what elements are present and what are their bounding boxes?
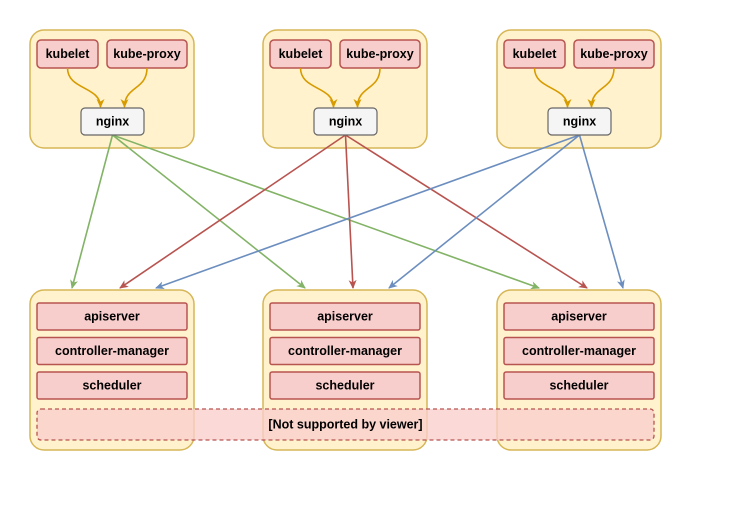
link-worker-2-to-master-2 [344,134,357,289]
controller-manager-box [503,336,655,366]
kubelet-to-nginx-arrow [533,67,572,108]
nginx-label: nginx [563,115,596,129]
scheduler-box [269,371,421,400]
kube-proxy-to-nginx-arrow [353,67,381,108]
kubelet-label: kubelet [279,47,324,61]
apiserver-box [269,302,421,331]
kubelet-to-nginx-arrow [299,67,338,108]
controller-manager-label: controller-manager [288,344,402,358]
kube-proxy-label: kube-proxy [346,47,413,61]
scheduler-label: scheduler [549,379,608,393]
scheduler-box [503,371,655,400]
link-worker-2-to-master-3 [345,134,588,289]
apiserver-label: apiserver [84,310,140,324]
apiserver-box [503,302,655,331]
link-worker-2-to-master-1 [119,134,346,289]
controller-manager-box [36,336,188,366]
link-worker-1-to-master-2 [112,134,306,289]
apiserver-box [36,302,188,331]
connection-links [70,134,625,290]
nginx-label: nginx [96,115,129,129]
scheduler-label: scheduler [82,379,141,393]
overlay-note-label: [Not supported by viewer] [268,418,422,432]
nginx-label: nginx [329,115,362,129]
link-worker-3-to-master-3 [578,134,625,289]
overlay-note-box [36,408,655,441]
controller-manager-label: controller-manager [55,344,169,358]
link-worker-3-to-master-2 [388,134,581,289]
link-worker-3-to-master-1 [155,134,580,290]
nginx-box [547,107,612,136]
controller-manager-box [269,336,421,366]
apiserver-label: apiserver [317,310,373,324]
link-worker-1-to-master-3 [112,134,540,290]
scheduler-box [36,371,188,400]
kube-proxy-to-nginx-arrow [120,67,148,108]
controller-manager-label: controller-manager [522,344,636,358]
nginx-box [313,107,378,136]
kube-proxy-label: kube-proxy [113,47,180,61]
scheduler-label: scheduler [315,379,374,393]
kubelet-to-nginx-arrow [66,67,105,108]
overlay-note-group: [Not supported by viewer] [36,408,655,441]
nginx-box [80,107,145,136]
kubelet-label: kubelet [513,47,558,61]
apiserver-label: apiserver [551,310,607,324]
component-boxes: kubelet kube-proxy nginx kubelet kube-proxy n… [36,39,655,400]
kube-proxy-to-nginx-arrow [587,67,615,108]
kubelet-label: kubelet [46,47,91,61]
kube-proxy-label: kube-proxy [580,47,647,61]
link-worker-1-to-master-1 [70,134,114,289]
